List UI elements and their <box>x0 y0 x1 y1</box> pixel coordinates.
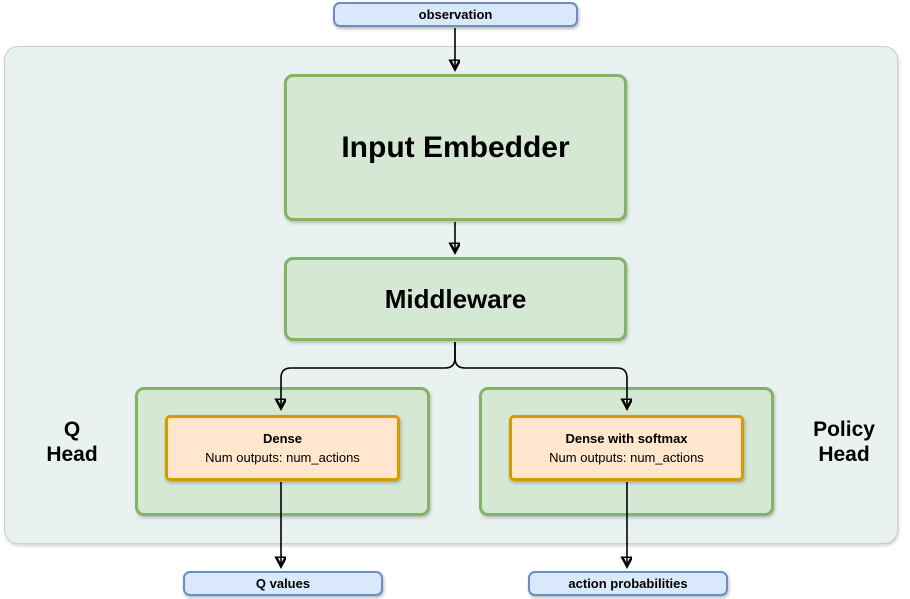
middleware-label: Middleware <box>384 283 527 314</box>
policy-head-label-line1: Policy <box>813 418 875 441</box>
q-head-label-line2: Head <box>46 442 98 466</box>
q-dense-node[interactable]: Dense Num outputs: num_actions <box>165 415 400 481</box>
q-head-label: Q Head <box>22 418 122 468</box>
middleware-node[interactable]: Middleware <box>284 257 627 341</box>
q-head-label-line1: Q <box>63 418 81 441</box>
policy-head-label-line2: Head <box>818 442 870 466</box>
q-dense-title: Dense <box>262 430 303 446</box>
observation-node[interactable]: observation <box>333 2 578 27</box>
q-dense-subtitle: Num outputs: num_actions <box>205 450 360 465</box>
action-probabilities-node[interactable]: action probabilities <box>528 571 728 596</box>
policy-dense-subtitle: Num outputs: num_actions <box>549 450 704 465</box>
q-values-node[interactable]: Q values <box>183 571 383 596</box>
input-embedder-label: Input Embedder <box>341 130 570 164</box>
action-probabilities-label: action probabilities <box>568 576 688 591</box>
policy-head-label: Policy Head <box>789 418 899 468</box>
observation-label: observation <box>418 7 493 22</box>
input-embedder-node[interactable]: Input Embedder <box>284 74 627 221</box>
policy-dense-title: Dense with softmax <box>565 430 688 446</box>
policy-dense-node[interactable]: Dense with softmax Num outputs: num_acti… <box>509 415 744 481</box>
q-values-label: Q values <box>255 576 311 591</box>
